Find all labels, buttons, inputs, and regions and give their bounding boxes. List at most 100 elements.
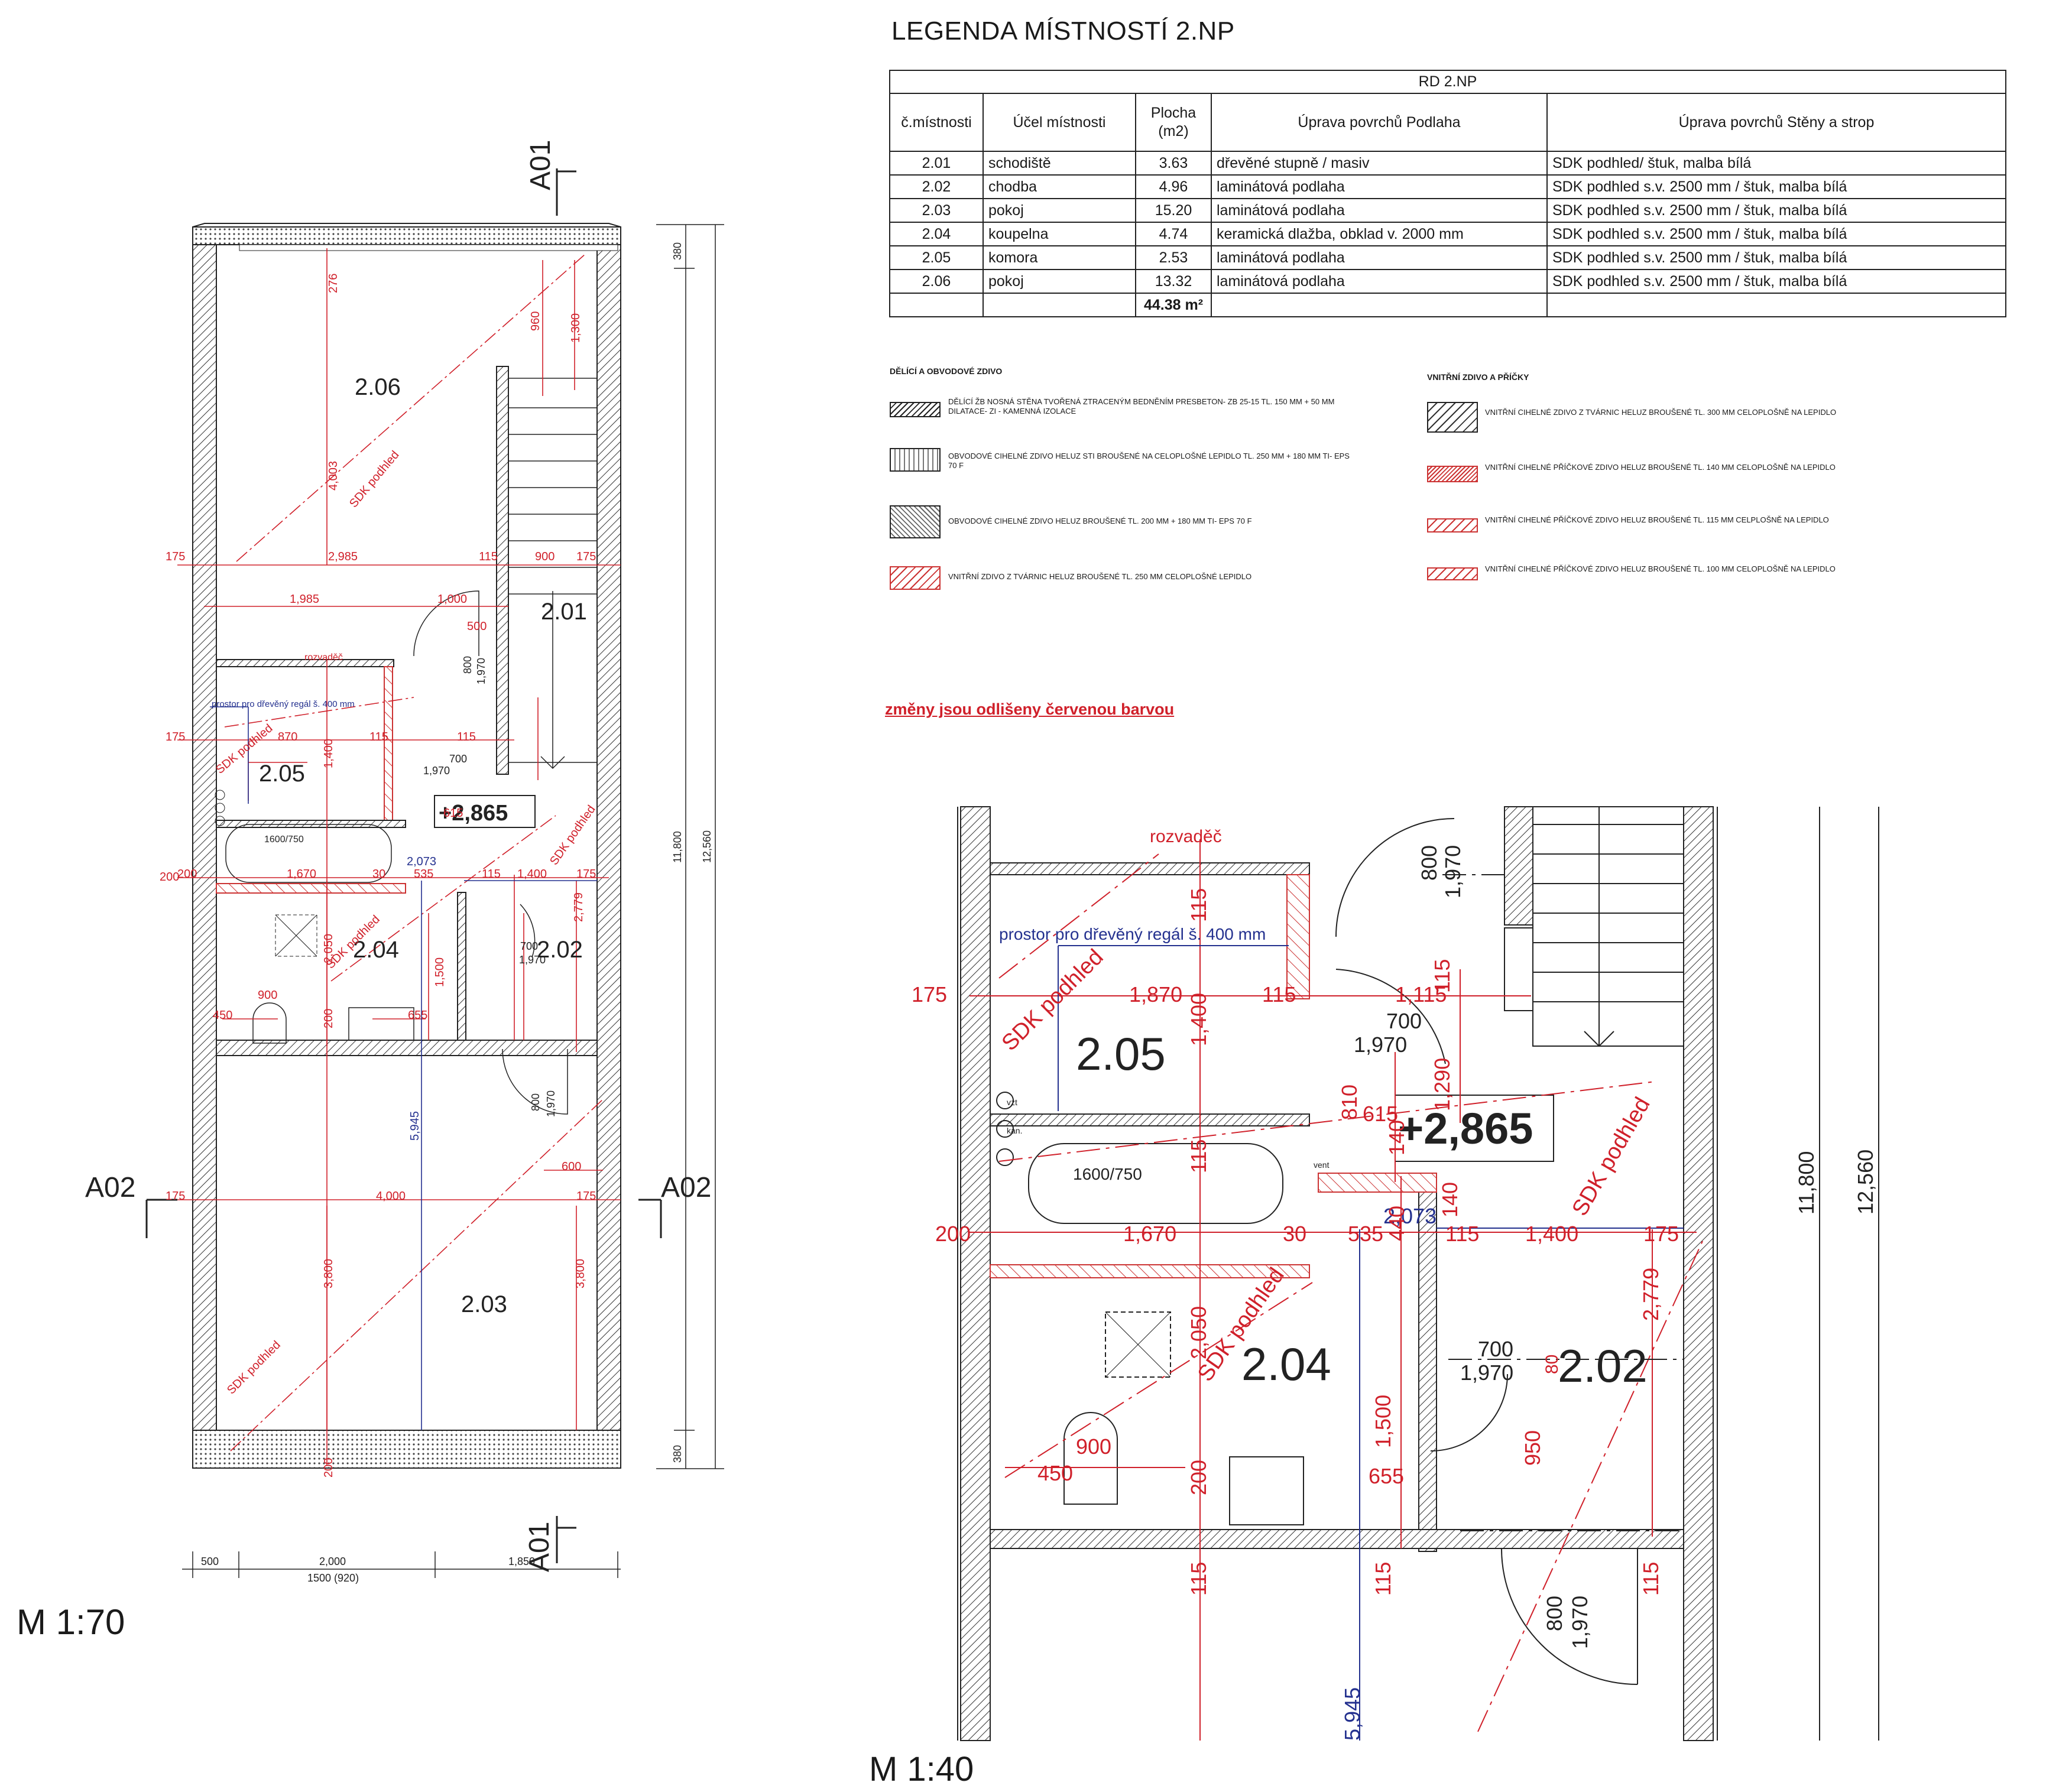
svg-text:800: 800 xyxy=(530,1093,541,1111)
swatch-label: VNITŘNÍ ZDIVO Z TVÁRNIC HELUZ BROUŠENÉ T… xyxy=(948,572,1252,581)
svg-text:115: 115 xyxy=(1371,1562,1395,1596)
svg-text:2,050: 2,050 xyxy=(322,934,335,963)
svg-text:950: 950 xyxy=(1520,1430,1545,1466)
svg-text:115: 115 xyxy=(1262,982,1296,1006)
svg-text:4,000: 4,000 xyxy=(376,1190,406,1203)
bathtub-label: 1600/750 xyxy=(264,835,304,845)
detail-switchboard-label: rozvaděč xyxy=(1150,827,1222,846)
floor-drain xyxy=(1105,1311,1171,1378)
detail-black-labels: 700 1,970 700 1,970 800 1,970 800 1,970 … xyxy=(1007,845,1878,1649)
room-2-02: 2.02 xyxy=(537,937,583,963)
cell-area: 3.63 xyxy=(1135,151,1212,176)
swatch-label: VNITŘNÍ CIHELNÉ PŘÍČKOVÉ ZDIVO HELUZ BRO… xyxy=(1485,564,1836,573)
svg-text:1,670: 1,670 xyxy=(287,868,316,881)
room-2-03: 2.03 xyxy=(461,1291,507,1317)
svg-text:115: 115 xyxy=(1445,1222,1479,1246)
wall-south xyxy=(192,1430,621,1469)
level-marker: +2,865 xyxy=(439,801,508,826)
col-header-use: Účel místnosti xyxy=(983,93,1136,152)
washbasin xyxy=(1229,1456,1304,1525)
plan-section-labels: A01 A01 A02 A02 xyxy=(85,140,711,1572)
table-row: 2.06 pokoj 13.32 laminátová podlaha SDK … xyxy=(889,269,2006,294)
svg-text:30: 30 xyxy=(1283,1222,1306,1246)
svg-text:2,779: 2,779 xyxy=(1639,1268,1663,1321)
swatch-exterior-heluz xyxy=(890,505,941,538)
svg-text:615: 615 xyxy=(443,807,463,820)
svg-text:1,970: 1,970 xyxy=(1460,1361,1513,1385)
cell-walls: SDK podhled s.v. 2500 mm / štuk, malba b… xyxy=(1546,174,2006,199)
svg-text:1,300: 1,300 xyxy=(569,313,582,343)
svg-text:2,000: 2,000 xyxy=(319,1556,346,1567)
swatch-interior-250 xyxy=(890,566,941,590)
col-header-number: č.místnosti xyxy=(889,93,984,152)
svg-text:115: 115 xyxy=(369,730,388,743)
cell-area: 2.53 xyxy=(1135,245,1212,270)
svg-text:276: 276 xyxy=(327,274,340,293)
cell-number: 2.04 xyxy=(889,222,984,246)
svg-text:655: 655 xyxy=(408,1009,427,1022)
room-2-06: 2.06 xyxy=(355,374,401,400)
swatch-label: VNITŘNÍ CIHELNÉ PŘÍČKOVÉ ZDIVO HELUZ BRO… xyxy=(1485,463,1836,472)
swatch-label: VNITŘNÍ CIHELNÉ PŘÍČKOVÉ ZDIVO HELUZ BRO… xyxy=(1485,515,1829,524)
cell-use: koupelna xyxy=(983,222,1136,246)
svg-text:1,670: 1,670 xyxy=(1123,1222,1176,1246)
cell-floor: laminátová podlaha xyxy=(1211,245,1548,270)
cell-floor: keramická dlažba, obklad v. 2000 mm xyxy=(1211,222,1548,246)
svg-text:200: 200 xyxy=(935,1222,971,1246)
svg-text:810: 810 xyxy=(1337,1085,1361,1120)
svg-text:1,970: 1,970 xyxy=(1354,1033,1407,1057)
svg-text:1,400: 1,400 xyxy=(1525,1222,1578,1246)
swatch-exterior-sti xyxy=(890,448,941,472)
plan-black-labels: 700 1,970 700 1,970 800 1,970 800 1,970 … xyxy=(201,242,713,1584)
table-row: 2.01 schodiště 3.63 dřevěné stupně / mas… xyxy=(889,151,2006,176)
cell-area: 4.74 xyxy=(1135,222,1212,246)
cell-walls: SDK podhled s.v. 2500 mm / štuk, malba b… xyxy=(1546,245,2006,270)
col-header-walls: Úprava povrchů Stěny a strop xyxy=(1546,93,2006,152)
svg-text:1,400: 1,400 xyxy=(1186,993,1211,1046)
room-2-05: 2.05 xyxy=(259,761,305,787)
svg-text:200: 200 xyxy=(322,1009,335,1028)
toilet xyxy=(1063,1412,1118,1505)
section-a01-bottom: A01 xyxy=(524,1522,555,1572)
cell-area: 13.32 xyxy=(1135,269,1212,294)
svg-text:2,985: 2,985 xyxy=(328,550,358,563)
svg-text:SDK podhled: SDK podhled xyxy=(225,1339,283,1397)
svg-text:1,970: 1,970 xyxy=(545,1090,557,1117)
cell-walls: SDK podhled/ štuk, malba bílá xyxy=(1546,151,2006,176)
svg-text:2,073: 2,073 xyxy=(407,855,436,868)
svg-text:1,970: 1,970 xyxy=(475,658,487,684)
svg-text:960: 960 xyxy=(529,311,542,331)
wall-legend-left-title: DĚLÍCÍ A OBVODOVÉ ZDIVO xyxy=(890,366,1003,376)
swatch-rc-wall xyxy=(890,402,941,417)
svg-text:800: 800 xyxy=(1542,1596,1567,1631)
svg-text:175: 175 xyxy=(576,550,596,563)
svg-text:12,560: 12,560 xyxy=(701,830,713,863)
svg-text:1,290: 1,290 xyxy=(1430,1058,1454,1111)
level-box xyxy=(1395,1095,1554,1162)
cell-use: komora xyxy=(983,245,1136,270)
svg-text:80: 80 xyxy=(1542,1355,1562,1374)
svg-text:1,500: 1,500 xyxy=(433,957,446,987)
svg-text:200: 200 xyxy=(322,1458,335,1478)
svg-text:500: 500 xyxy=(201,1556,219,1567)
cell-walls: SDK podhled s.v. 2500 mm / štuk, malba b… xyxy=(1546,198,2006,223)
svg-text:535: 535 xyxy=(414,868,433,881)
table-total-row: 44.38 m² xyxy=(889,293,2006,317)
table-row: 2.03 pokoj 15.20 laminátová podlaha SDK … xyxy=(889,198,2006,223)
svg-text:115: 115 xyxy=(1430,959,1454,993)
svg-text:12,560: 12,560 xyxy=(1853,1150,1878,1215)
col-header-floor: Úprava povrchů Podlaha xyxy=(1211,93,1548,152)
detail-wall-east xyxy=(1683,806,1714,1741)
svg-text:1,000: 1,000 xyxy=(437,593,467,606)
plan-red-labels: 175 2,985 115 900 175 1,985 1,000 500 17… xyxy=(160,274,598,1478)
svg-text:115: 115 xyxy=(1186,1139,1211,1173)
svg-text:450: 450 xyxy=(213,1009,232,1022)
detail-bathtub-label: 1600/750 xyxy=(1073,1165,1142,1183)
cell-area: 15.20 xyxy=(1135,198,1212,223)
detail-dimension-lines xyxy=(969,839,1703,1741)
cell-floor: laminátová podlaha xyxy=(1211,198,1548,223)
svg-text:1,970: 1,970 xyxy=(519,954,546,966)
svg-text:600: 600 xyxy=(562,1160,581,1173)
svg-text:700: 700 xyxy=(520,940,538,952)
swatch-label: OBVODOVÉ CIHELNÉ ZDIVO HELUZ STI BROUŠEN… xyxy=(948,452,1350,470)
